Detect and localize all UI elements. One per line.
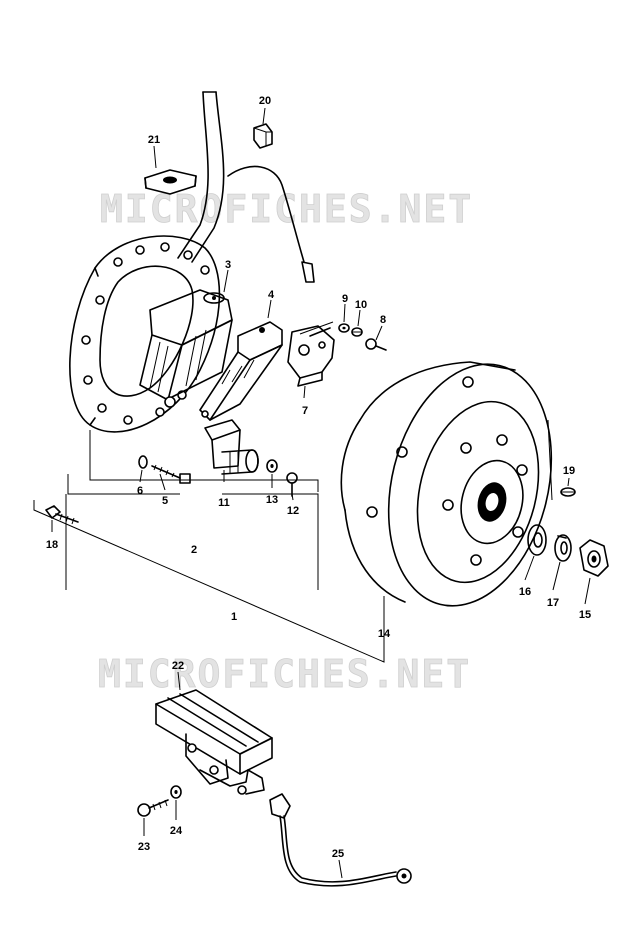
watermark-bottom: MICROFICHES.NET (98, 652, 471, 696)
washer-part-10 (351, 327, 363, 337)
lighting-coil-part-4 (199, 321, 283, 421)
screw-part-23 (137, 799, 169, 817)
callout-1: 1 (231, 611, 237, 623)
callout-8: 8 (380, 314, 386, 326)
regulator-part-22 (155, 689, 273, 795)
callout-labels: 20 21 3 4 9 10 8 7 6 5 11 13 12 18 2 1 1… (46, 95, 591, 860)
callout-13: 13 (266, 494, 278, 506)
callout-11: 11 (218, 497, 230, 509)
wire-harness (177, 91, 315, 283)
callout-2: 2 (191, 544, 197, 556)
washer-part-24 (170, 785, 182, 799)
callout-7: 7 (302, 405, 308, 417)
stator-base-plate (69, 235, 221, 433)
callout-18: 18 (46, 539, 58, 551)
callout-3: 3 (225, 259, 231, 271)
bolt-part-18 (45, 505, 79, 525)
callout-9: 9 (342, 293, 348, 305)
callout-21: 21 (148, 134, 160, 146)
callout-20: 20 (259, 95, 271, 107)
callout-15: 15 (579, 609, 591, 621)
callout-23: 23 (138, 841, 150, 853)
condenser-part-11 (204, 419, 259, 475)
cap-part-20 (253, 123, 273, 149)
screw-part-12 (286, 472, 298, 497)
callout-5: 5 (162, 495, 168, 507)
screw-part-5 (151, 464, 191, 484)
washer-part-9 (338, 323, 350, 333)
screw-part-8 (365, 338, 387, 351)
callout-19: 19 (563, 465, 575, 477)
watermark-top: MICROFICHES.NET (100, 187, 473, 231)
flywheel-rotor-part-14 (340, 361, 553, 607)
leader-lines (33, 107, 591, 879)
washer-part-16 (527, 524, 547, 556)
callout-22: 22 (172, 660, 184, 672)
callout-12: 12 (287, 505, 299, 517)
callout-14: 14 (378, 628, 391, 640)
contact-breaker-part-7 (287, 325, 335, 387)
nut-part-15 (579, 539, 609, 577)
washer-part-13 (266, 459, 278, 473)
callout-17: 17 (547, 597, 559, 609)
callout-25: 25 (332, 848, 344, 860)
washer-part-6 (138, 455, 148, 469)
callout-4: 4 (268, 289, 275, 301)
callout-10: 10 (355, 299, 367, 311)
callout-16: 16 (519, 586, 531, 598)
ignition-coil-part-3 (139, 289, 233, 408)
callout-24: 24 (170, 825, 183, 837)
grommet-part-21 (144, 169, 197, 195)
ground-wire-part-25 (269, 793, 412, 887)
lock-washer-part-17 (554, 534, 572, 562)
callout-6: 6 (137, 485, 143, 497)
key-part-19 (560, 487, 576, 497)
